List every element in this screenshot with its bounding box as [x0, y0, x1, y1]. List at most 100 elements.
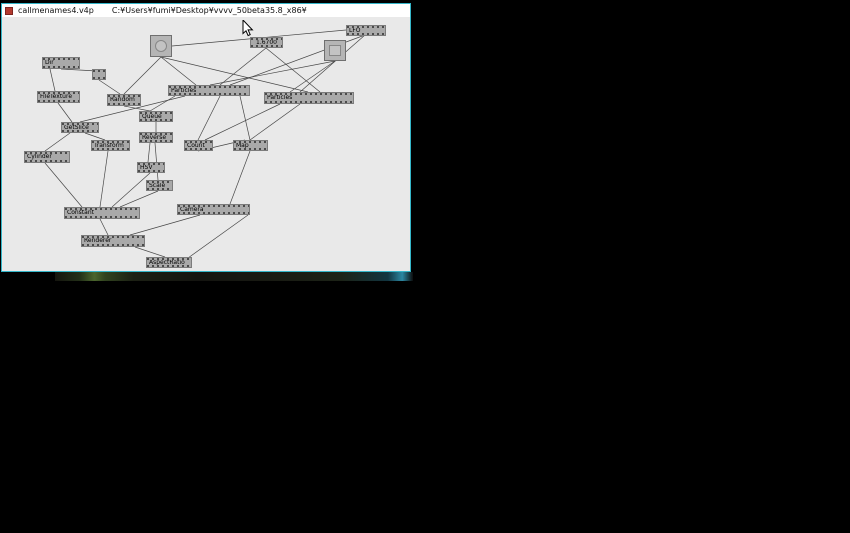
input-pins[interactable] [140, 112, 172, 114]
output-pins[interactable] [108, 103, 140, 105]
node-label: Dir [45, 60, 54, 66]
input-pins[interactable] [169, 86, 249, 88]
patch-edge [289, 60, 336, 93]
patch-node-scale[interactable]: Scale [146, 180, 173, 191]
output-pins[interactable] [138, 170, 164, 172]
patch-edge-layer [44, 29, 366, 259]
node-label: Queue [142, 114, 162, 119]
patch-edge [84, 132, 106, 141]
output-pins[interactable] [347, 33, 385, 35]
output-pins[interactable] [38, 100, 79, 102]
patch-edge [229, 150, 251, 205]
input-pins[interactable] [185, 141, 212, 143]
patch-node-toggle-square[interactable] [324, 40, 346, 61]
patch-edge [197, 95, 221, 141]
input-pins[interactable] [108, 95, 140, 97]
patch-node-reverse[interactable]: Reverse [139, 132, 173, 143]
node-label: Cylinder [27, 154, 52, 160]
input-pins[interactable] [82, 236, 144, 238]
patch-node-constant[interactable]: Constant [64, 207, 140, 219]
output-pins[interactable] [65, 216, 139, 218]
node-label: Reverse [142, 135, 167, 140]
node-label: Particles [171, 88, 197, 93]
output-pins[interactable] [140, 140, 172, 142]
output-pins[interactable] [82, 244, 144, 246]
patch-node-count[interactable]: Count [184, 140, 213, 151]
patch-edge [209, 60, 336, 86]
patch-node-filetexture[interactable]: FileTexture [37, 91, 80, 103]
patch-node-aspectratio[interactable]: AspectRatio [146, 257, 192, 268]
input-pins[interactable] [92, 141, 129, 143]
node-label: Renderer [84, 238, 112, 244]
patch-edge [60, 68, 98, 72]
output-pins[interactable] [169, 93, 249, 95]
patch-node-map[interactable]: Map [233, 140, 268, 151]
patch-node-particles-1[interactable]: Particles [168, 85, 250, 96]
patch-node-particles-2[interactable]: Particles [264, 92, 354, 104]
patch-edge [187, 214, 249, 259]
patch-node-lfo[interactable]: LFO [346, 25, 386, 36]
output-pins[interactable] [147, 265, 191, 267]
input-pins[interactable] [147, 258, 191, 260]
input-pins[interactable] [25, 152, 69, 154]
output-pins[interactable] [185, 148, 212, 150]
output-pins[interactable] [251, 45, 282, 47]
patch-node-small-node[interactable] [92, 69, 106, 80]
input-pins[interactable] [138, 163, 164, 165]
patch-node-getslice[interactable]: GetSlice [61, 122, 99, 133]
patch-edge [265, 47, 321, 93]
output-pins[interactable] [178, 212, 249, 214]
input-pins[interactable] [147, 181, 172, 183]
patch-node-queue[interactable]: Queue [139, 111, 173, 122]
output-pins[interactable] [234, 148, 267, 150]
patch-node-camera[interactable]: Camera [177, 204, 250, 215]
patch-node-bang-square[interactable] [150, 35, 172, 57]
output-pins[interactable] [43, 66, 79, 68]
patch-node-cylinder[interactable]: Cylinder [24, 151, 70, 163]
input-pins[interactable] [65, 208, 139, 210]
input-pins[interactable] [347, 26, 385, 28]
patch-node-renderer[interactable]: Renderer [81, 235, 145, 247]
patch-edge [99, 150, 109, 208]
window-titlebar[interactable]: callmenames4.v4p C:¥Users¥fumi¥Desktop¥v… [2, 4, 410, 18]
output-pins[interactable] [62, 130, 98, 132]
node-label: Camera [180, 207, 204, 212]
patch-edge [99, 218, 109, 236]
window-title-path: C:¥Users¥fumi¥Desktop¥vvvv_50beta35.8_x8… [111, 6, 307, 15]
patch-edge [299, 34, 366, 93]
input-pins[interactable] [62, 123, 98, 125]
patch-node-hsv[interactable]: HSV [137, 162, 165, 173]
vvvv-app-icon [5, 6, 13, 15]
patch-node-transform[interactable]: Transform [91, 140, 130, 151]
input-pins[interactable] [140, 133, 172, 135]
node-label: Constant [67, 210, 94, 216]
background-image-sliver [55, 272, 413, 281]
input-pins[interactable] [265, 93, 353, 95]
output-pins[interactable] [140, 119, 172, 121]
node-label: 1.6700 [256, 40, 277, 45]
node-label: Random [110, 97, 135, 103]
input-pins[interactable] [43, 58, 79, 60]
patch-edge [219, 47, 267, 86]
output-pins[interactable] [265, 101, 353, 103]
node-label: Particles [267, 95, 293, 101]
input-pins[interactable] [251, 38, 282, 40]
output-pins[interactable] [92, 148, 129, 150]
input-pins[interactable] [234, 141, 267, 143]
patch-edge [154, 142, 159, 181]
square-glyph [329, 45, 341, 56]
input-pins[interactable] [38, 92, 79, 94]
output-pins[interactable] [147, 188, 172, 190]
patch-edge [119, 190, 159, 208]
window-title-filename: callmenames4.v4p [18, 6, 94, 15]
output-pins[interactable] [25, 160, 69, 162]
patch-node-random[interactable]: Random [107, 94, 141, 106]
input-pins[interactable] [178, 205, 249, 207]
input-pins[interactable] [93, 70, 105, 72]
node-label: Count [187, 143, 205, 148]
patch-node-dir[interactable]: Dir [42, 57, 80, 69]
output-pins[interactable] [93, 77, 105, 79]
patch-edge [123, 105, 151, 112]
patch-node-value-iobox[interactable]: 1.6700 [250, 37, 283, 48]
